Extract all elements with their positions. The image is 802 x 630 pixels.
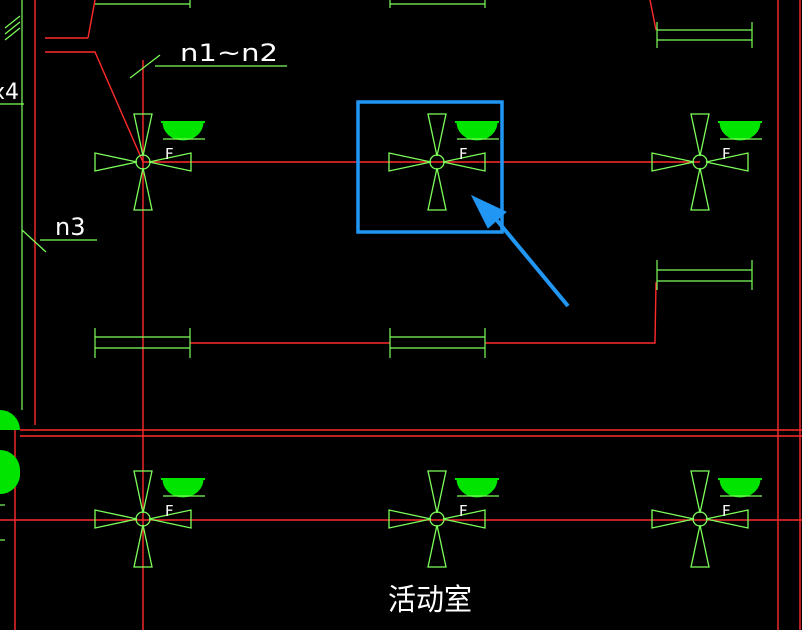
wire-stub-top-2 xyxy=(87,0,96,39)
leader-n3-tick xyxy=(21,229,47,253)
wall-fixtures-left xyxy=(0,410,20,495)
annotation-layer xyxy=(0,0,287,541)
label-x4: x4 xyxy=(0,80,19,105)
lamp-dome-icon xyxy=(162,121,204,141)
fan-symbol[interactable]: F xyxy=(388,470,499,568)
label-n1-n2: n1~n2 xyxy=(180,39,278,67)
fan-label-letter: F xyxy=(722,502,731,520)
heater-top-left[interactable] xyxy=(95,0,191,8)
lamp-dome-icon xyxy=(456,478,498,498)
fan-blade xyxy=(427,113,447,157)
fan-blade xyxy=(133,470,153,514)
label-n3: n3 xyxy=(55,213,85,241)
fan-blade xyxy=(442,509,486,529)
fan-symbol[interactable]: F xyxy=(651,113,762,211)
fan-hub xyxy=(692,154,708,170)
wire-heater-top-right xyxy=(649,0,657,31)
left-wall-hatch-3 xyxy=(4,15,21,29)
fan-blade xyxy=(388,509,432,529)
heater-right-upper[interactable] xyxy=(656,22,753,48)
wall-fixture-1[interactable] xyxy=(0,410,20,430)
fan-blade xyxy=(133,167,153,211)
fan-label-letter: F xyxy=(459,502,468,520)
fan-hub xyxy=(429,154,445,170)
heater-middle-center[interactable] xyxy=(389,328,486,358)
fan-label-letter: F xyxy=(459,145,468,163)
selection-highlight-box xyxy=(356,100,504,234)
fan-blade xyxy=(94,152,138,172)
wire-diagonal-top xyxy=(45,51,144,163)
fan-label-letter: F xyxy=(722,145,731,163)
leader-n1-n2-tick xyxy=(129,54,161,79)
fan-blade xyxy=(133,524,153,568)
fan-hub xyxy=(135,511,151,527)
fan-blade xyxy=(427,524,447,568)
fan-blade xyxy=(690,470,710,514)
fan-blade xyxy=(427,167,447,211)
fan-blade xyxy=(690,113,710,157)
fan-blade xyxy=(133,113,153,157)
wall-fixture-2[interactable] xyxy=(0,450,20,495)
fan-symbol[interactable]: F xyxy=(651,470,762,568)
lamp-dome-icon xyxy=(162,478,204,498)
fan-blade xyxy=(427,470,447,514)
fan-blade xyxy=(705,152,749,172)
heater-symbols xyxy=(94,0,753,358)
room-name-label: 活动室 xyxy=(388,583,472,618)
fan-symbol[interactable]: F xyxy=(94,113,205,211)
fan-blade xyxy=(690,524,710,568)
fan-hub xyxy=(429,511,445,527)
fan-blade xyxy=(94,509,138,529)
left-wall-hatch-1 xyxy=(4,27,21,41)
fan-blade xyxy=(442,152,486,172)
pointer-arrow xyxy=(470,194,570,308)
fans-layer: F F F F F F xyxy=(94,113,762,568)
fan-blade xyxy=(690,167,710,211)
heater-right-lower[interactable] xyxy=(656,260,753,290)
fan-blade xyxy=(148,509,192,529)
lamp-dome-icon xyxy=(719,121,761,141)
fan-blade xyxy=(651,152,695,172)
heater-middle-left[interactable] xyxy=(94,328,191,358)
fan-blade xyxy=(388,152,432,172)
lamp-dome-icon xyxy=(719,478,761,498)
fan-blade xyxy=(705,509,749,529)
fan-hub xyxy=(135,154,151,170)
lamp-dome-icon xyxy=(456,121,498,141)
left-wall-hatch-2 xyxy=(4,21,21,35)
fan-label-letter: F xyxy=(165,502,174,520)
fan-label-letter: F xyxy=(165,145,174,163)
fan-symbol[interactable]: F xyxy=(94,470,205,568)
wire-row-heaters-right xyxy=(485,281,657,344)
fan-symbol[interactable]: F xyxy=(388,113,499,211)
fan-hub xyxy=(692,511,708,527)
fan-blade xyxy=(148,152,192,172)
heater-top-center[interactable] xyxy=(389,0,486,8)
fan-blade xyxy=(651,509,695,529)
